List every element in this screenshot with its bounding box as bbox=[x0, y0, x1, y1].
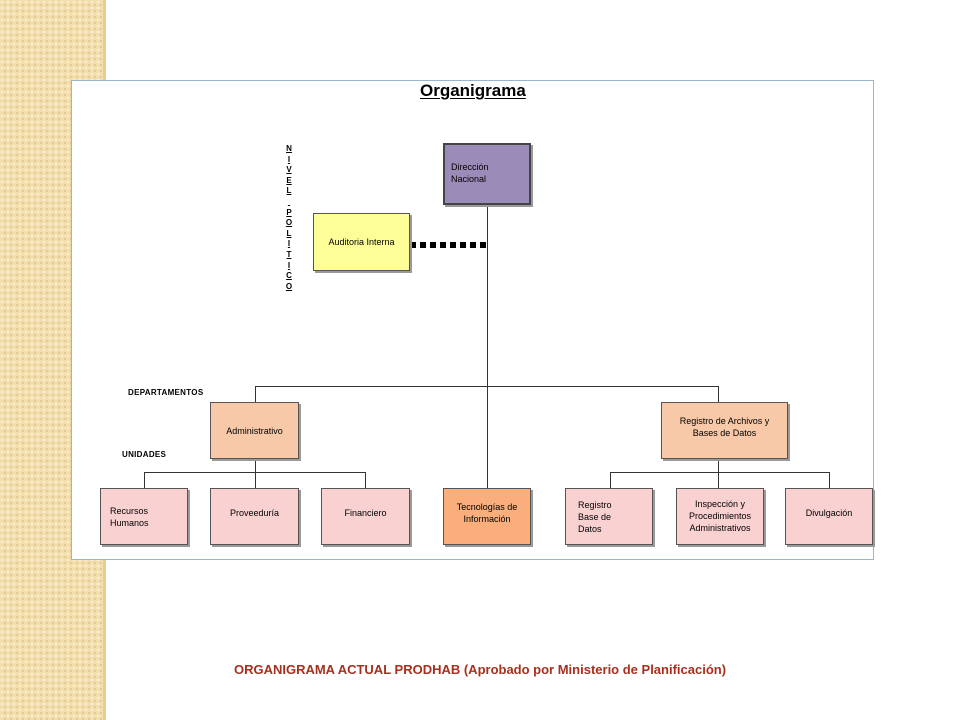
node-financiero: Financiero bbox=[321, 488, 410, 545]
connector-registro-archivos-down bbox=[718, 459, 719, 472]
node-direccion-nacional: Dirección Nacional bbox=[443, 143, 531, 205]
departamentos-label: DEPARTAMENTOS bbox=[128, 388, 204, 397]
connector-registro-units-bar bbox=[610, 472, 829, 473]
connector-proveeduria bbox=[255, 472, 256, 488]
nivel-politico-label: N I V E L P O L I T I C O bbox=[285, 144, 293, 291]
node-registro-base-datos: Registro Base de Datos bbox=[565, 488, 653, 545]
node-recursos-humanos: Recursos Humanos bbox=[100, 488, 188, 545]
node-proveeduria: Proveeduría bbox=[210, 488, 299, 545]
connector-departments-bar bbox=[255, 386, 719, 387]
unidades-label: UNIDADES bbox=[122, 450, 167, 459]
connector-inspeccion bbox=[718, 472, 719, 488]
connector-financiero bbox=[365, 472, 366, 488]
node-divulgacion: Divulgación bbox=[785, 488, 873, 545]
connector-recursos-humanos bbox=[144, 472, 145, 488]
node-administrativo: Administrativo bbox=[210, 402, 299, 459]
node-registro-archivos: Registro de Archivos y Bases de Datos bbox=[661, 402, 788, 459]
connector-divulgacion bbox=[829, 472, 830, 488]
connector-registro-base bbox=[610, 472, 611, 488]
org-chart-title: Organigrama bbox=[420, 81, 526, 100]
node-inspeccion-procedimientos: Inspección y Procedimientos Administrati… bbox=[676, 488, 764, 545]
connector-dotted-auditoria bbox=[410, 242, 488, 248]
connector-administrativo bbox=[255, 386, 256, 402]
node-tecnologias-informacion: Tecnologías de Información bbox=[443, 488, 531, 545]
connector-administrativo-down bbox=[255, 459, 256, 472]
slide-caption: ORGANIGRAMA ACTUAL PRODHAB (Aprobado por… bbox=[233, 662, 727, 677]
connector-main-trunk bbox=[487, 205, 488, 488]
connector-registro-archivos bbox=[718, 386, 719, 402]
node-auditoria-interna: Auditoria Interna bbox=[313, 213, 410, 271]
